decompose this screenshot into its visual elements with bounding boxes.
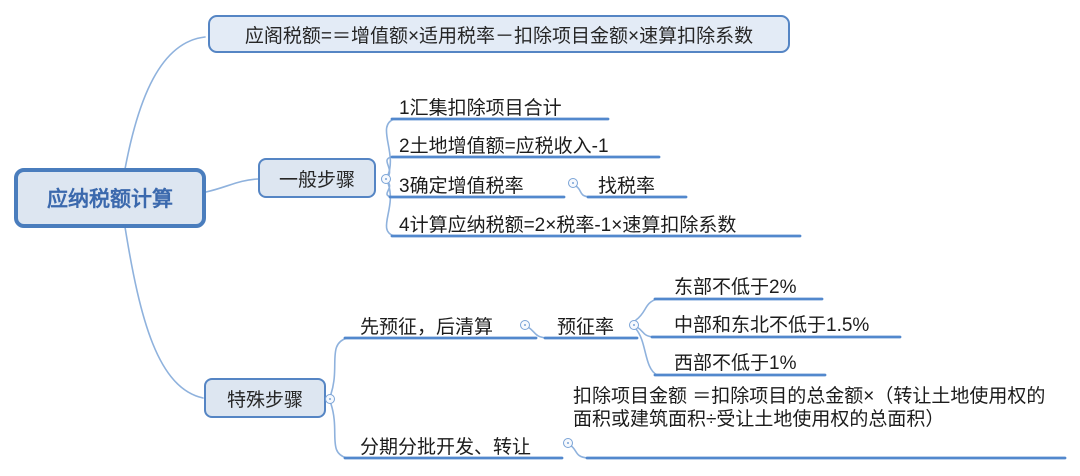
- topic-phased-transfer[interactable]: 分期分批开发、转让: [360, 437, 532, 458]
- topic-step2[interactable]: 2土地增值额=应税收入-1: [399, 136, 609, 157]
- topic-step1[interactable]: 1汇集扣除项目合计: [399, 98, 562, 119]
- topic-special-steps-label: 特殊步骤: [226, 389, 303, 411]
- topic-general-steps[interactable]: 一般步骤: [258, 158, 376, 198]
- collapse-handle-phased[interactable]: [563, 438, 573, 448]
- topic-deduction-formula[interactable]: 扣除项目金额 ＝扣除项目的总金额×（转让土地使用权的面积或建筑面积÷受让土地使用…: [573, 386, 1046, 430]
- topic-find-rate[interactable]: 找税率: [598, 176, 656, 197]
- topic-rate-east[interactable]: 东部不低于2%: [674, 277, 797, 298]
- topic-rate-west[interactable]: 西部不低于1%: [674, 353, 797, 374]
- topic-step4[interactable]: 4计算应纳税额=2×税率-1×速算扣除系数: [399, 215, 737, 236]
- topic-rate-central[interactable]: 中部和东北不低于1.5%: [674, 315, 870, 336]
- root-topic-label: 应纳税额计算: [47, 188, 173, 211]
- topic-tax-formula-label: 应阁税额=＝增值额×适用税率－扣除项目金额×速算扣除系数: [244, 25, 754, 47]
- topic-tax-formula[interactable]: 应阁税额=＝增值额×适用税率－扣除项目金额×速算扣除系数: [208, 15, 790, 53]
- topic-general-steps-label: 一般步骤: [278, 169, 355, 191]
- collapse-handle-general[interactable]: [381, 174, 391, 184]
- topic-special-steps[interactable]: 特殊步骤: [204, 378, 326, 418]
- root-topic[interactable]: 应纳税额计算: [14, 168, 206, 228]
- collapse-handle-special[interactable]: [325, 394, 335, 404]
- collapse-handle-prelevy[interactable]: [520, 320, 530, 330]
- topic-prelevy-rate[interactable]: 预征率: [557, 317, 615, 338]
- collapse-handle-step3[interactable]: [568, 178, 578, 188]
- collapse-handle-rate[interactable]: [629, 320, 639, 330]
- topic-step3[interactable]: 3确定增值税率: [399, 176, 524, 197]
- topic-prelevy[interactable]: 先预征，后清算: [360, 317, 494, 338]
